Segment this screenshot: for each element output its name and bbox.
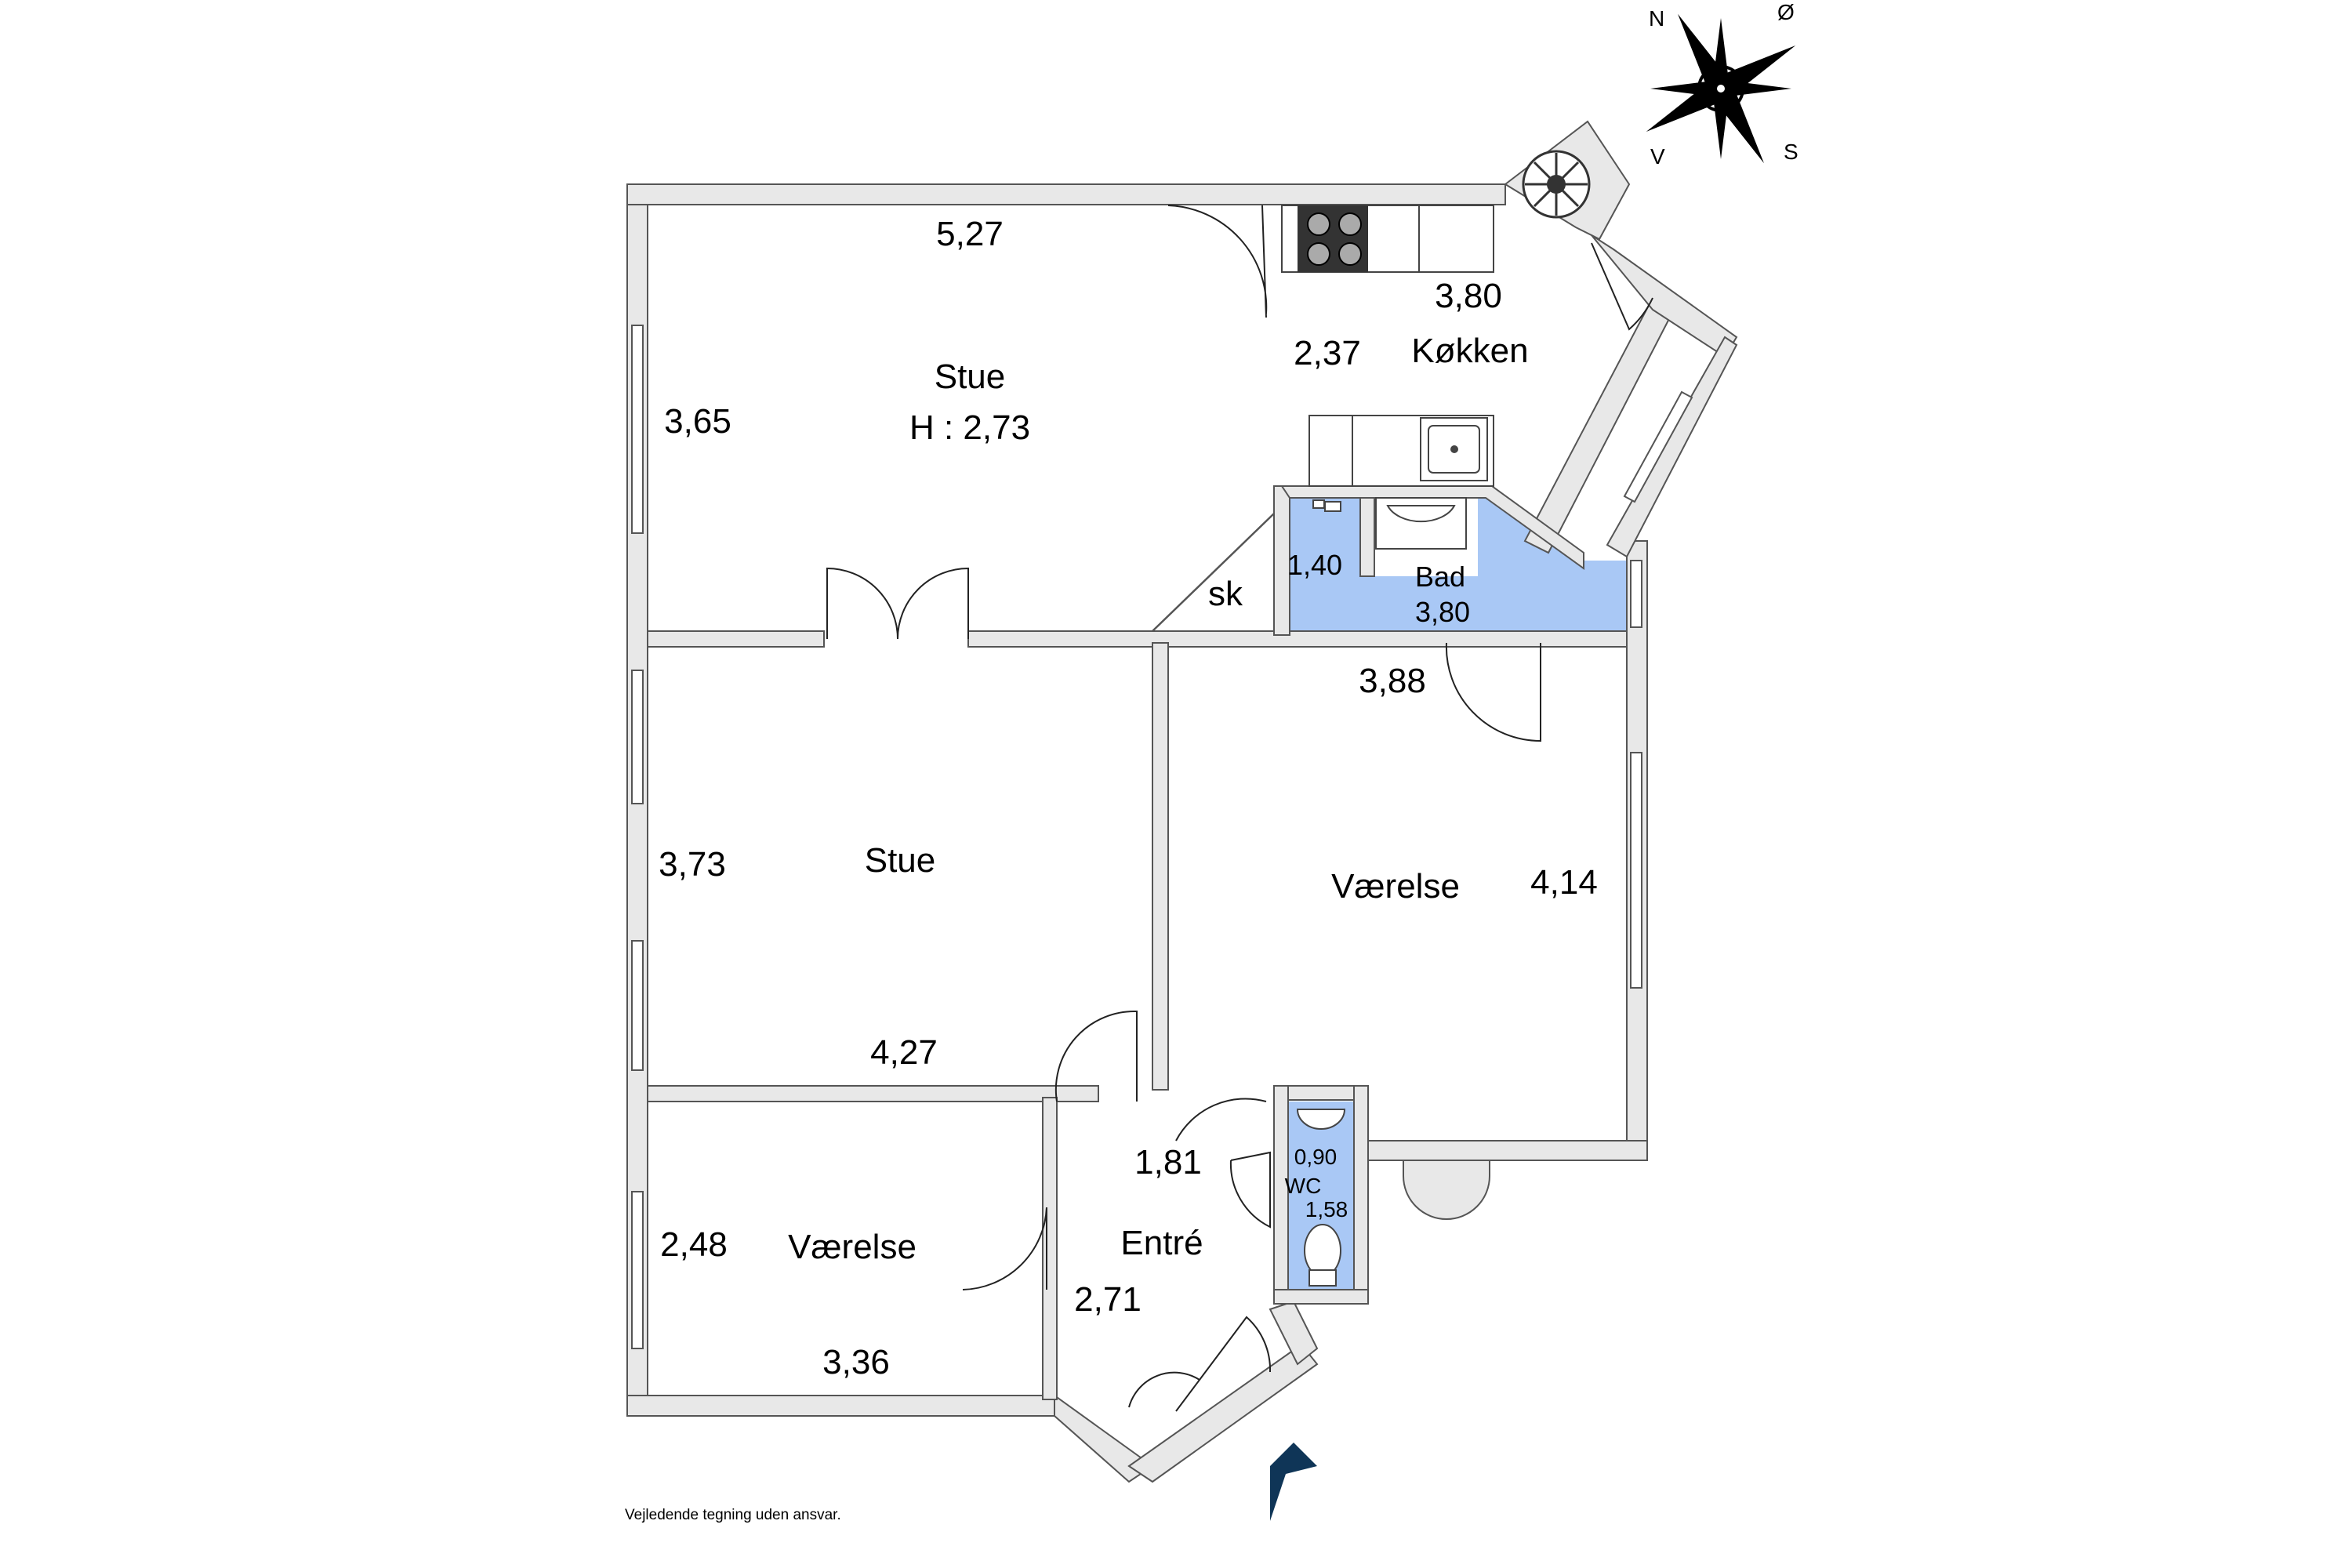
stue-mid-name: Stue <box>865 841 936 880</box>
exterior-walls <box>626 120 1738 1483</box>
toilet-icon <box>1304 1224 1341 1287</box>
wc-depth: 1,58 <box>1305 1197 1348 1221</box>
stue-top-width: 5,27 <box>936 215 1004 253</box>
closet-diagonal <box>1152 513 1275 632</box>
sink-icon <box>1420 417 1488 481</box>
doors <box>826 205 1653 1412</box>
compass-icon: N Ø S V <box>1646 0 1798 169</box>
fireplace-icon <box>1522 150 1591 219</box>
stue-top-depth: 3,65 <box>664 402 731 441</box>
vaerelse-right-depth: 4,14 <box>1530 863 1598 902</box>
kokken-depth: 2,37 <box>1294 334 1361 372</box>
bad-area: 3,80 <box>1415 596 1470 628</box>
washbasin-icon <box>1375 497 1467 550</box>
stove-icon <box>1298 205 1368 272</box>
kokken-width: 3,80 <box>1435 277 1502 315</box>
disclaimer-text: Vejledende tegning uden ansvar. <box>625 1507 841 1523</box>
stue-top-name: Stue <box>935 358 1006 396</box>
bad-name: Bad <box>1415 561 1465 593</box>
windows <box>631 325 1693 1349</box>
stue-mid-width: 4,27 <box>870 1033 938 1072</box>
vaerelse-left-depth: 2,48 <box>660 1225 728 1264</box>
closet-name: sk <box>1208 575 1243 613</box>
stue-mid-depth: 3,73 <box>659 845 726 884</box>
compass-v: V <box>1650 144 1665 169</box>
vaerelse-left-width: 3,36 <box>822 1343 890 1381</box>
vaerelse-right-width: 3,88 <box>1359 662 1426 700</box>
entre-name: Entré <box>1120 1224 1203 1262</box>
kokken-name: Køkken <box>1411 332 1528 370</box>
shower-icon <box>1312 499 1341 512</box>
interior-walls <box>647 485 1628 1400</box>
wc-washbasin-icon <box>1296 1109 1346 1130</box>
wc-name: WC <box>1285 1174 1322 1198</box>
entre-width: 1,81 <box>1134 1143 1202 1181</box>
compass-o: Ø <box>1777 0 1795 24</box>
vaerelse-right-name: Værelse <box>1331 867 1460 906</box>
entre-depth: 2,71 <box>1074 1280 1142 1319</box>
entrance-arrow-icon <box>1270 1443 1317 1521</box>
compass-n: N <box>1649 6 1664 31</box>
vaerelse-left-name: Værelse <box>788 1228 916 1266</box>
bad-side: 1,40 <box>1287 549 1342 581</box>
wc-width: 0,90 <box>1294 1145 1338 1169</box>
compass-s: S <box>1784 140 1798 164</box>
stue-top-height: H : 2,73 <box>909 408 1030 447</box>
